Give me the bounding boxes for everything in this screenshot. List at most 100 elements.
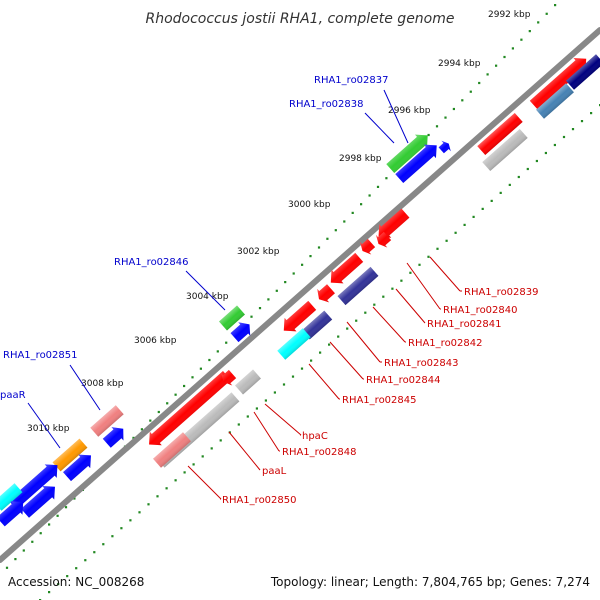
gene-features [0,52,600,528]
ruler-dot [486,73,489,76]
gene-arrow[interactable] [357,237,377,258]
ruler-dot [537,21,540,24]
ruler-dot [545,12,548,15]
topology-summary: Topology: linear; Length: 7,804,765 bp; … [270,575,590,589]
gene-arrow[interactable] [7,458,64,511]
gene-arrow[interactable] [337,266,379,306]
gene-label[interactable]: RHA1_ro02844 [366,375,441,386]
gene-label[interactable]: RHA1_ro02838 [289,99,364,110]
gene-arrow[interactable] [384,129,433,176]
ruler-dot [157,410,160,414]
ruler-dot [544,151,547,155]
ruler-dot [376,185,380,188]
ruler-dot [216,350,219,353]
gene-label[interactable]: RHA1_ro02845 [342,395,417,406]
gene-arrow[interactable] [566,54,600,90]
gene-label[interactable]: hpaC [302,431,328,442]
gene-arrow[interactable] [219,305,245,331]
ruler-dot [499,191,502,194]
gene-label[interactable]: RHA1_ro02846 [114,257,189,268]
ruler-dot [590,112,593,115]
ruler-dot [291,375,295,378]
gene-label[interactable]: RHA1_ro02850 [222,495,297,506]
gene-label[interactable]: RHA1_ro02841 [427,319,502,330]
ruler-dot [292,272,295,275]
gene-label[interactable]: RHA1_ro02842 [408,338,483,349]
gene-arrow[interactable] [278,299,318,338]
gene-arrow[interactable] [482,128,528,172]
ruler-dot [364,311,367,314]
ruler-dot [427,133,430,137]
ruler-dot [191,376,194,379]
ruler-tick-label: 2992 kbp [488,10,531,20]
gene-arrow[interactable] [313,282,337,306]
gene-label[interactable]: RHA1_ro02848 [282,447,357,458]
ruler-dot [93,551,96,554]
gene-arrow[interactable] [143,369,233,451]
ruler-dot [409,271,412,274]
gene-label[interactable]: RHA1_ro02837 [314,75,389,86]
gene-arrow[interactable] [528,52,592,112]
gene-arrow[interactable] [373,206,412,243]
ruler-dot [445,239,448,242]
gene-arrow[interactable] [325,251,365,290]
ruler-dot [503,55,506,59]
gene-label[interactable]: RHA1_ro02843 [384,358,459,369]
ruler-dot [528,30,531,33]
gene-arrow[interactable] [61,449,97,484]
gene-arrow[interactable] [393,139,442,186]
gene-arrow[interactable] [301,310,333,340]
ruler-dot [57,583,60,586]
gene-label[interactable]: RHA1_ro02840 [443,305,518,316]
ruler-dot [73,497,76,500]
genome-title: Rhodococcus jostii RHA1, complete genome [145,11,454,27]
gene-arrow[interactable] [437,138,454,155]
ruler-dot [373,303,376,306]
gene-arrow[interactable] [0,495,29,528]
leader-line [364,112,395,144]
gene-label[interactable]: paaL [262,466,287,477]
ruler-dot [490,199,493,202]
gene-label[interactable]: paaR [0,390,26,401]
ruler-dot [469,90,472,93]
ruler-dot [553,143,556,147]
ruler-dot [526,167,529,171]
ruler-dot [334,229,337,232]
ruler-dot [183,471,186,474]
ruler-dot [75,567,78,570]
gene-arrow[interactable] [277,328,311,360]
ruler-dot [319,351,322,354]
reverse-strand-dotted-line [39,104,600,600]
ruler-dot [237,423,240,426]
ruler-dot [174,393,177,396]
ruler-dot [580,120,584,123]
gene-arrow[interactable] [19,480,61,520]
ruler-dot [166,402,169,405]
gene-arrow[interactable] [90,405,124,437]
ruler-dot [517,175,520,179]
ruler-dot [56,514,59,517]
ruler-dot [14,558,17,561]
gene-arrow[interactable] [153,432,191,468]
ruler-dot [382,295,385,298]
ruler-dot [300,367,304,370]
gene-arrow[interactable] [218,368,238,389]
gene-arrow[interactable] [52,438,88,472]
ruler-tick-label: 3000 kbp [288,200,331,210]
ruler-dot [435,125,439,128]
gene-arrow[interactable] [229,318,256,345]
gene-label[interactable]: RHA1_ro02851 [3,350,78,361]
ruler-dot [400,279,403,282]
gene-arrow[interactable] [536,83,574,119]
ruler-dot [39,532,42,535]
leader-line [27,402,61,449]
gene-arrow[interactable] [373,230,393,251]
gene-label[interactable]: RHA1_ro02839 [464,287,539,298]
gene-arrow[interactable] [235,369,261,395]
ruler-dot [385,177,388,180]
ruler-tick-label: 3004 kbp [186,292,229,302]
gene-arrow[interactable] [477,112,523,156]
gene-arrow[interactable] [0,483,23,511]
gene-arrow[interactable] [101,422,129,450]
